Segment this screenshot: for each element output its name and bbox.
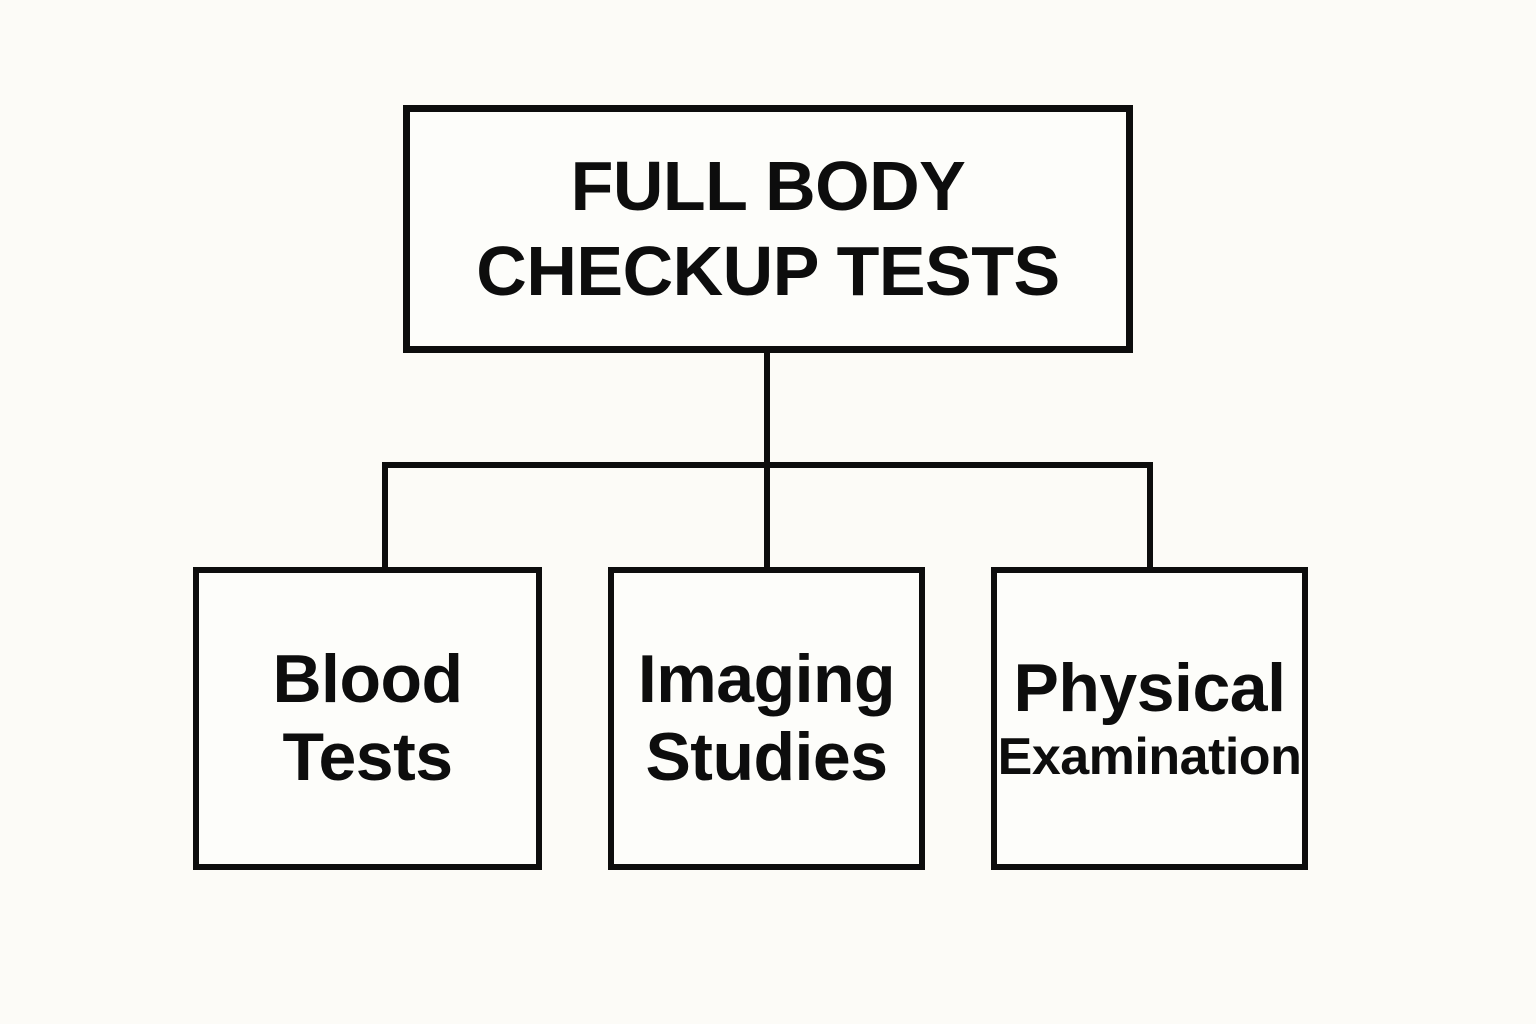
connector-drop-physical-examination [1147, 462, 1153, 570]
child-node-blood-tests-line-1: Blood [272, 640, 463, 717]
child-node-physical-examination-line-1: Physical [1013, 650, 1286, 727]
child-node-physical-examination[interactable]: Physical Examination [991, 567, 1308, 870]
connector-root-trunk [764, 350, 770, 468]
child-node-blood-tests[interactable]: Blood Tests [193, 567, 542, 870]
root-node-title: FULL BODY CHECKUP TESTS [476, 147, 1060, 310]
connector-drop-blood-tests [382, 462, 388, 570]
child-node-imaging-studies-label: Imaging Studies [614, 641, 919, 796]
child-node-physical-examination-line-2: Examination [997, 727, 1302, 786]
child-node-imaging-studies-line-2: Studies [645, 718, 888, 795]
child-node-blood-tests-line-2: Tests [282, 718, 453, 795]
child-node-blood-tests-label: Blood Tests [199, 641, 536, 796]
child-node-physical-examination-label: Physical Examination [997, 650, 1302, 787]
connector-drop-imaging-studies [764, 462, 770, 570]
root-node-full-body-checkup-tests[interactable]: FULL BODY CHECKUP TESTS [403, 105, 1133, 353]
child-node-imaging-studies[interactable]: Imaging Studies [608, 567, 925, 870]
child-node-imaging-studies-line-1: Imaging [637, 640, 896, 717]
